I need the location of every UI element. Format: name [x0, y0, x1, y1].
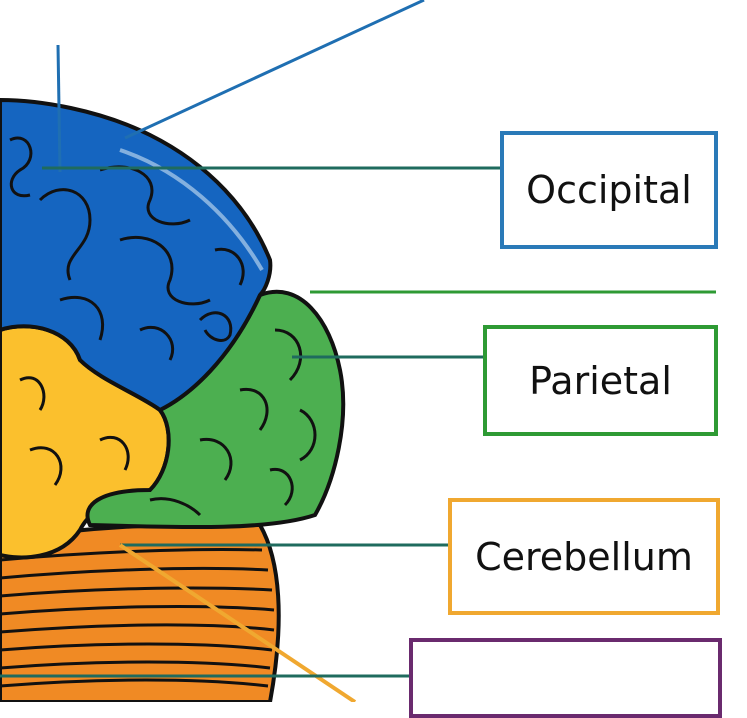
pointer-line-top-vertical: [56, 44, 62, 173]
label-box-cerebellum[interactable]: Cerebellum: [448, 498, 720, 615]
brain-folds: [9, 136, 317, 517]
pointer-lines: [0, 0, 716, 704]
pointer-line-top-diagonal: [124, 0, 425, 140]
label-box-parietal[interactable]: Parietal: [483, 325, 718, 436]
frontal-lobe-region: [0, 97, 273, 413]
label-box-empty[interactable]: [409, 638, 722, 718]
brain-diagram: Occipital Parietal Cerebellum: [0, 0, 722, 718]
brain-illustration: [0, 0, 716, 704]
label-box-occipital[interactable]: Occipital: [500, 131, 718, 249]
